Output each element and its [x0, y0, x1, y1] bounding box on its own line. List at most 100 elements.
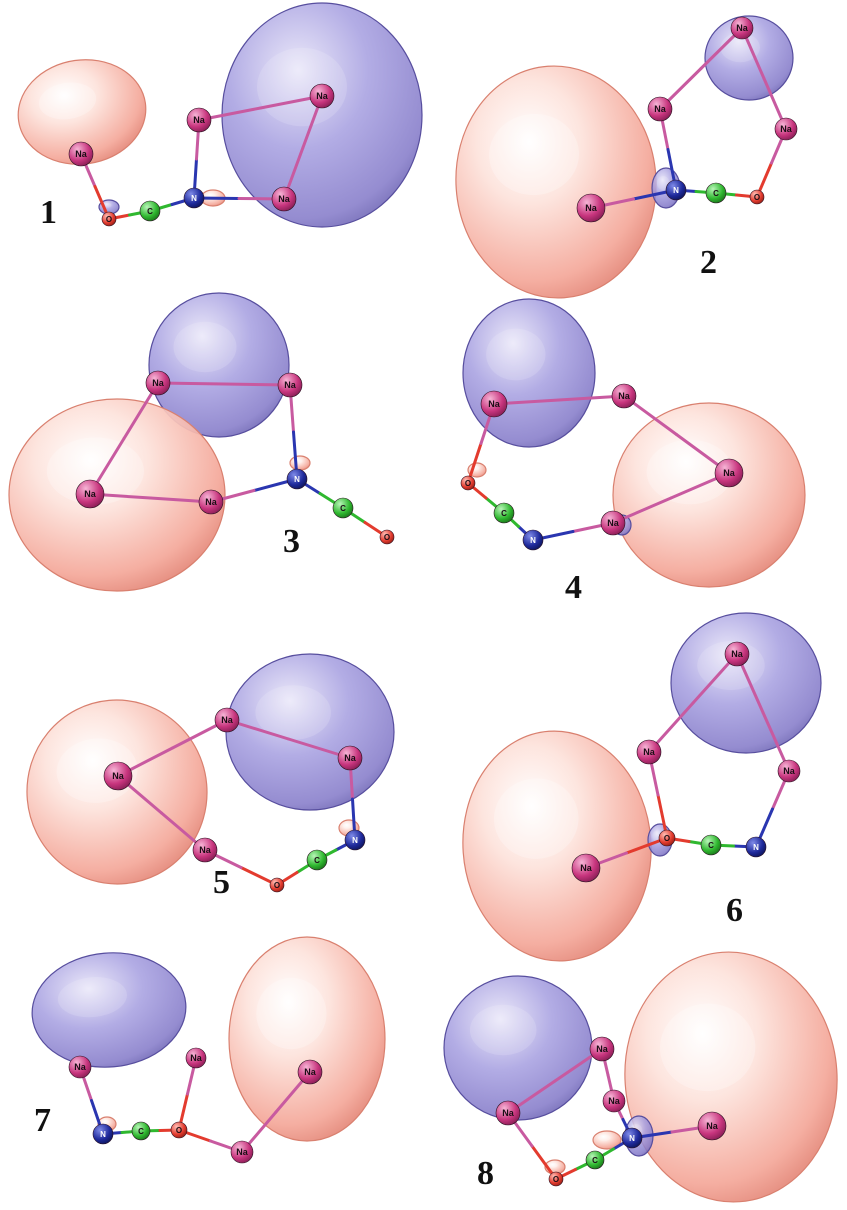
atom-label-na-panel-6-6: Na — [580, 863, 592, 873]
panel-label-3: 3 — [283, 523, 300, 560]
atom-label-na-panel-5-6: Na — [112, 771, 124, 781]
atom-c-panel-2-5 — [705, 182, 727, 204]
panel-label-8: 8 — [477, 1155, 494, 1192]
atom-na-panel-2-2 — [774, 117, 798, 141]
atom-label-na-panel-4-2: Na — [723, 468, 735, 478]
lobe-group-4 — [455, 65, 657, 299]
atom-label-na-panel-6-2: Na — [783, 766, 795, 776]
atom-na-panel-4-3 — [600, 510, 626, 536]
lobe-sheen-7 — [173, 321, 237, 373]
atom-label-o-panel-6-5: O — [664, 834, 670, 843]
atom-n-panel-7-3 — [92, 1123, 114, 1145]
atom-label-na-panel-3-3: Na — [205, 497, 217, 507]
atom-na-panel-6-1 — [636, 739, 662, 765]
atom-label-na-panel-3-1: Na — [284, 380, 296, 390]
atom-label-c-panel-1-5: C — [147, 207, 153, 216]
alpha-spin-lobe-panel-8 — [592, 1130, 622, 1150]
atom-label-na-panel-8-4: Na — [706, 1121, 718, 1131]
beta-spin-lobe-panel-6 — [670, 612, 822, 754]
lobe-sheen-8 — [46, 437, 144, 505]
atom-label-c-panel-4-5: C — [501, 509, 507, 518]
lobe-sheen-21 — [256, 977, 327, 1050]
atom-na-panel-4-1 — [611, 383, 637, 409]
atom-na-panel-7-1 — [185, 1047, 207, 1069]
atom-o-panel-1-6 — [101, 211, 117, 227]
atom-na-panel-4-2 — [714, 458, 744, 488]
atom-label-c-panel-8-5: C — [592, 1156, 598, 1165]
atom-na-panel-5-1 — [337, 745, 363, 771]
lobe-sheen-4 — [489, 113, 580, 196]
panel-label-6: 6 — [726, 892, 743, 929]
atom-label-n-panel-6-3: N — [753, 843, 759, 852]
atom-label-na-panel-5-5: Na — [199, 845, 211, 855]
atom-na-panel-3-4 — [75, 479, 105, 509]
atom-c-panel-7-4 — [131, 1121, 151, 1141]
atom-label-o-panel-3-6: O — [384, 533, 390, 542]
atom-c-panel-3-5 — [332, 497, 354, 519]
lobe-group-1 — [221, 2, 423, 228]
atom-na-panel-2-1 — [647, 96, 673, 122]
lobe-sheen-11 — [646, 439, 733, 505]
lobe-sheen-25 — [597, 1134, 611, 1141]
atom-c-panel-4-5 — [493, 502, 515, 524]
atom-label-na-panel-7-6: Na — [236, 1147, 248, 1157]
atom-o-panel-8-6 — [548, 1171, 564, 1187]
lobe-group-14 — [225, 653, 395, 811]
atom-c-panel-6-4 — [700, 834, 722, 856]
atom-o-panel-7-5 — [170, 1121, 188, 1139]
atom-na-panel-3-1 — [277, 372, 303, 398]
atom-label-o-panel-8-6: O — [553, 1175, 559, 1184]
alpha-spin-lobe-panel-7 — [228, 936, 386, 1142]
lobe-sheen-14 — [255, 685, 331, 740]
atom-label-c-panel-6-4: C — [708, 841, 714, 850]
atom-c-panel-1-5 — [139, 200, 161, 222]
atom-n-panel-8-3 — [621, 1127, 643, 1149]
atom-na-panel-1-0 — [68, 141, 94, 167]
atom-label-o-panel-4-6: O — [465, 479, 471, 488]
atom-n-panel-5-2 — [344, 829, 366, 851]
lobe-sheen-17 — [493, 778, 579, 859]
atom-label-na-panel-1-4: Na — [278, 194, 290, 204]
atom-label-o-panel-7-5: O — [176, 1126, 182, 1135]
atom-o-panel-2-6 — [749, 189, 765, 205]
isosurface-layer — [8, 2, 838, 1203]
atom-label-na-panel-7-2: Na — [304, 1067, 316, 1077]
lobe-sheen-23 — [469, 1004, 537, 1056]
atom-label-n-panel-7-3: N — [100, 1130, 106, 1139]
beta-spin-lobe-panel-7 — [31, 952, 187, 1068]
atom-label-o-panel-2-6: O — [754, 193, 760, 202]
lobe-sheen-22 — [101, 1119, 110, 1125]
atom-label-na-panel-2-4: Na — [585, 203, 597, 213]
lobe-sheen-10 — [486, 328, 546, 381]
beta-spin-lobe-panel-3 — [148, 292, 290, 438]
atom-na-panel-6-0 — [724, 641, 750, 667]
atom-n-panel-2-3 — [665, 179, 687, 201]
atom-label-n-panel-3-2: N — [294, 475, 300, 484]
atom-na-panel-5-0 — [214, 707, 240, 733]
atom-label-na-panel-5-0: Na — [221, 715, 233, 725]
atom-na-panel-8-4 — [697, 1111, 727, 1141]
lobe-group-17 — [462, 730, 652, 962]
atom-label-na-panel-1-1: Na — [193, 115, 205, 125]
atom-na-panel-1-2 — [309, 83, 335, 109]
atom-na-panel-7-2 — [297, 1059, 323, 1085]
atom-label-na-panel-4-0: Na — [488, 399, 500, 409]
atom-label-na-panel-7-1: Na — [190, 1053, 202, 1063]
lobe-sheen-27 — [548, 1162, 558, 1168]
lobe-group-7 — [148, 292, 290, 438]
alpha-spin-lobe-panel-1 — [17, 59, 147, 165]
atom-label-o-panel-1-6: O — [106, 215, 112, 224]
alpha-spin-lobe-panel-5 — [26, 699, 208, 885]
lobe-group-25 — [592, 1130, 622, 1150]
atom-label-o-panel-5-4: O — [274, 881, 280, 890]
atom-label-na-panel-1-0: Na — [75, 149, 87, 159]
atom-label-c-panel-7-4: C — [138, 1127, 144, 1136]
lobe-sheen-0 — [38, 82, 97, 120]
atom-label-na-panel-2-2: Na — [780, 124, 792, 134]
alpha-spin-lobe-panel-4 — [612, 402, 806, 588]
lobe-group-10 — [462, 298, 596, 448]
atom-label-na-panel-7-0: Na — [74, 1062, 86, 1072]
panel-label-1: 1 — [40, 194, 57, 231]
atom-label-na-panel-8-2: Na — [608, 1096, 620, 1106]
